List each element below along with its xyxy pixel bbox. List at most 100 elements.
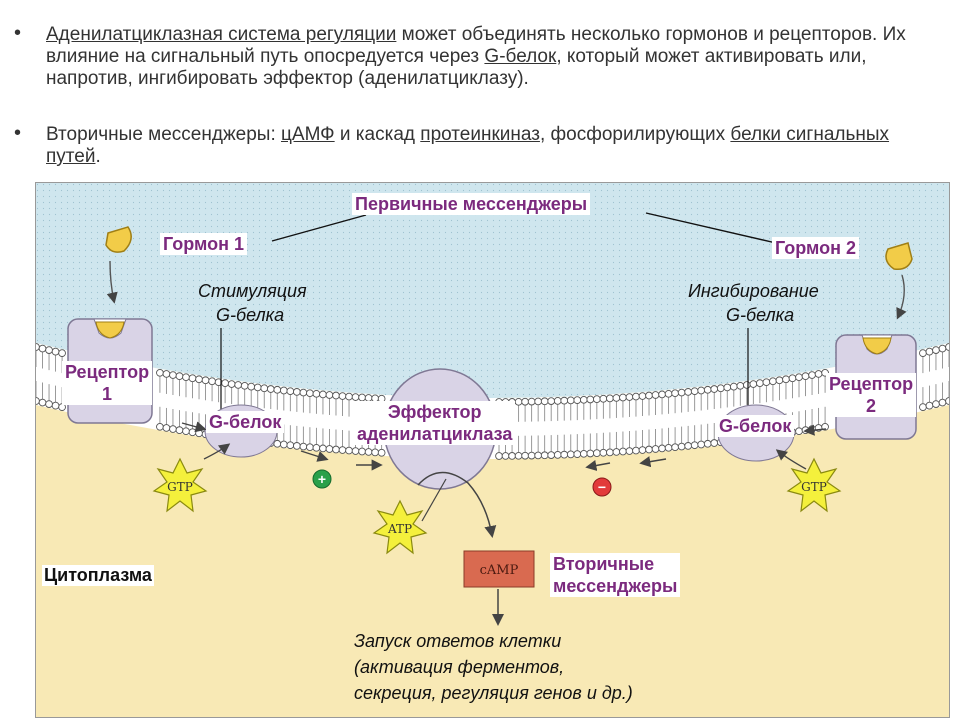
lipid-head [38, 398, 47, 407]
lipid-head [286, 441, 295, 450]
lipid-head [332, 391, 340, 400]
lipid-head [560, 450, 569, 459]
link-signal-proteins[interactable]: белки сигнальных путей [46, 124, 890, 167]
cytoplasm-label: Цитоплазма [42, 565, 154, 586]
lipid-head [201, 376, 210, 385]
lipid-head [749, 380, 758, 388]
plus-text: + [318, 471, 326, 487]
link-protein-kinases[interactable]: протеинкиназ [420, 124, 540, 145]
lipid-head [521, 451, 529, 460]
lipid-head [306, 389, 314, 398]
lipid-head [651, 445, 660, 453]
lipid-head [801, 372, 810, 380]
g-protein-left-label: G-белок [206, 411, 285, 433]
gtp-right-text: GTP [801, 480, 827, 494]
lipid-head [319, 444, 327, 453]
lipid-head [625, 447, 634, 455]
receptor-2-label: Рецептор 2 [826, 373, 917, 417]
link-camp[interactable]: цАМФ [281, 124, 335, 145]
lipid-head [703, 439, 712, 448]
lipid-head [814, 370, 823, 378]
lipid-head [658, 444, 666, 453]
lipid-head [534, 451, 543, 460]
lipid-head [919, 349, 927, 357]
effector-line1: Эффектор [387, 402, 482, 422]
stimulation-label-line1: Стимуляция [198, 281, 307, 301]
lipid-head [619, 447, 627, 456]
lipid-head [540, 397, 549, 406]
lipid-head [51, 401, 60, 410]
lipid-head [606, 448, 614, 457]
lipid-head [769, 377, 777, 386]
bullet-text-segment: и каскад [334, 124, 421, 145]
lipid-head [808, 425, 816, 433]
lipid-head [690, 441, 699, 450]
lipid-head [527, 397, 536, 406]
lipid-head [606, 394, 614, 403]
stimulation-label-line2: G-белка [216, 305, 285, 325]
lipid-head [508, 452, 516, 460]
lipid-head [279, 386, 288, 395]
bullet-list: • Аденилатциклазная система регуляции мо… [0, 0, 960, 182]
lipid-head [586, 395, 595, 404]
lipid-head [632, 446, 640, 455]
lipid-head [579, 449, 588, 458]
lipid-head [782, 375, 790, 384]
bullet-text-segment: , фосфорилирующих [539, 124, 731, 145]
lipid-head [716, 384, 725, 393]
lipid-head [162, 424, 171, 432]
lipid-head [579, 395, 588, 404]
link-adenylate-system[interactable]: Аденилатциклазная система регуляции [46, 24, 397, 45]
lipid-head [566, 396, 575, 405]
lipid-head [495, 452, 503, 460]
lipid-head [658, 390, 666, 399]
lipid-head [710, 385, 719, 393]
lipid-head [156, 368, 164, 377]
lipid-head [371, 448, 379, 457]
lipid-head [325, 445, 334, 453]
lipid-head [273, 439, 282, 448]
lipid-head [299, 388, 308, 397]
g-protein-right-label: G-белок [716, 415, 795, 437]
receptor-1-label: Рецептор 1 [62, 361, 153, 405]
lipid-head [547, 397, 556, 405]
lipid-head [514, 397, 523, 406]
lipid-head [592, 449, 601, 457]
lipid-head [332, 445, 340, 454]
lipid-head [553, 451, 562, 459]
lipid-head [684, 442, 692, 450]
lipid-head [932, 400, 940, 408]
link-g-protein[interactable]: G-белок [484, 46, 557, 67]
atp-text: ATP [387, 522, 412, 536]
lipid-head [195, 375, 203, 384]
lipid-head [677, 442, 686, 451]
hormone-2-label: Гормон 2 [772, 237, 860, 259]
receptor-2-line1: Рецептор [829, 374, 914, 394]
hormone-1-label: Гормон 1 [160, 233, 248, 255]
lipid-head [762, 378, 771, 387]
lipid-head [358, 393, 366, 402]
primary-messengers-label: Первичные мессенджеры [352, 193, 591, 215]
lipid-head [671, 443, 679, 452]
bullet-marker: • [14, 22, 22, 44]
lipid-head [945, 343, 949, 351]
lipid-head [553, 397, 562, 405]
bullet-text-segment: может объединять несколько гормонов и ре… [46, 24, 906, 67]
lipid-head [325, 391, 334, 399]
lipid-head [586, 449, 595, 458]
inhibition-label-line1: Ингибирование [688, 281, 819, 301]
lipid-head [521, 397, 529, 406]
stimulation-sign [312, 469, 332, 489]
lipid-head [625, 393, 634, 401]
receptor-2-line2: 2 [866, 396, 877, 416]
effector-line2: аденилатциклаза [357, 424, 513, 444]
lipid-head [638, 392, 647, 400]
lipid-head [221, 379, 229, 387]
lipid-head [795, 427, 803, 436]
gtp-star-right [786, 457, 842, 513]
atp-star [372, 499, 428, 555]
lipid-head [566, 450, 575, 459]
camp-text: cAMP [480, 563, 519, 578]
lipid-head [547, 451, 556, 459]
lipid-head [645, 445, 653, 454]
